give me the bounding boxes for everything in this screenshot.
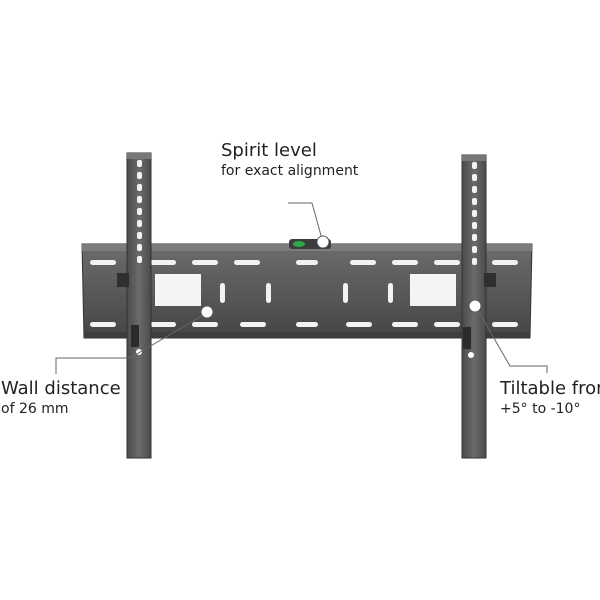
level-bubble bbox=[293, 241, 305, 247]
tilt-subtitle: +5° to -10° bbox=[500, 400, 581, 417]
left-hook bbox=[117, 152, 152, 459]
wall-plate bbox=[81, 239, 533, 339]
wall-plate-slots bbox=[90, 260, 518, 327]
tilt-leader-line bbox=[475, 306, 548, 373]
tilt-title: Tiltable from bbox=[500, 378, 600, 399]
tilt-callout: Tiltable from +5° to -10° bbox=[500, 378, 600, 418]
wall-plate-cutout-right bbox=[410, 274, 456, 306]
wall-distance-title: Wall distance bbox=[1, 378, 121, 399]
spirit-level-subtitle: for exact alignment bbox=[221, 162, 359, 179]
spirit-level-leader-line bbox=[288, 202, 323, 240]
tilt-marker bbox=[468, 299, 482, 313]
spirit-level-title: Spirit level bbox=[221, 140, 317, 161]
wall-distance-leader-line bbox=[55, 312, 208, 374]
wall-plate-cutout-left bbox=[155, 274, 201, 306]
wall-distance-callout: Wall distance of 26 mm bbox=[1, 378, 121, 418]
right-hook bbox=[461, 154, 496, 459]
spirit-level-callout: Spirit level for exact alignment bbox=[221, 140, 358, 180]
spirit-level-marker bbox=[316, 235, 330, 249]
wall-distance-marker bbox=[200, 305, 214, 319]
callout-lines bbox=[55, 202, 548, 374]
wall-distance-subtitle: of 26 mm bbox=[1, 400, 69, 417]
